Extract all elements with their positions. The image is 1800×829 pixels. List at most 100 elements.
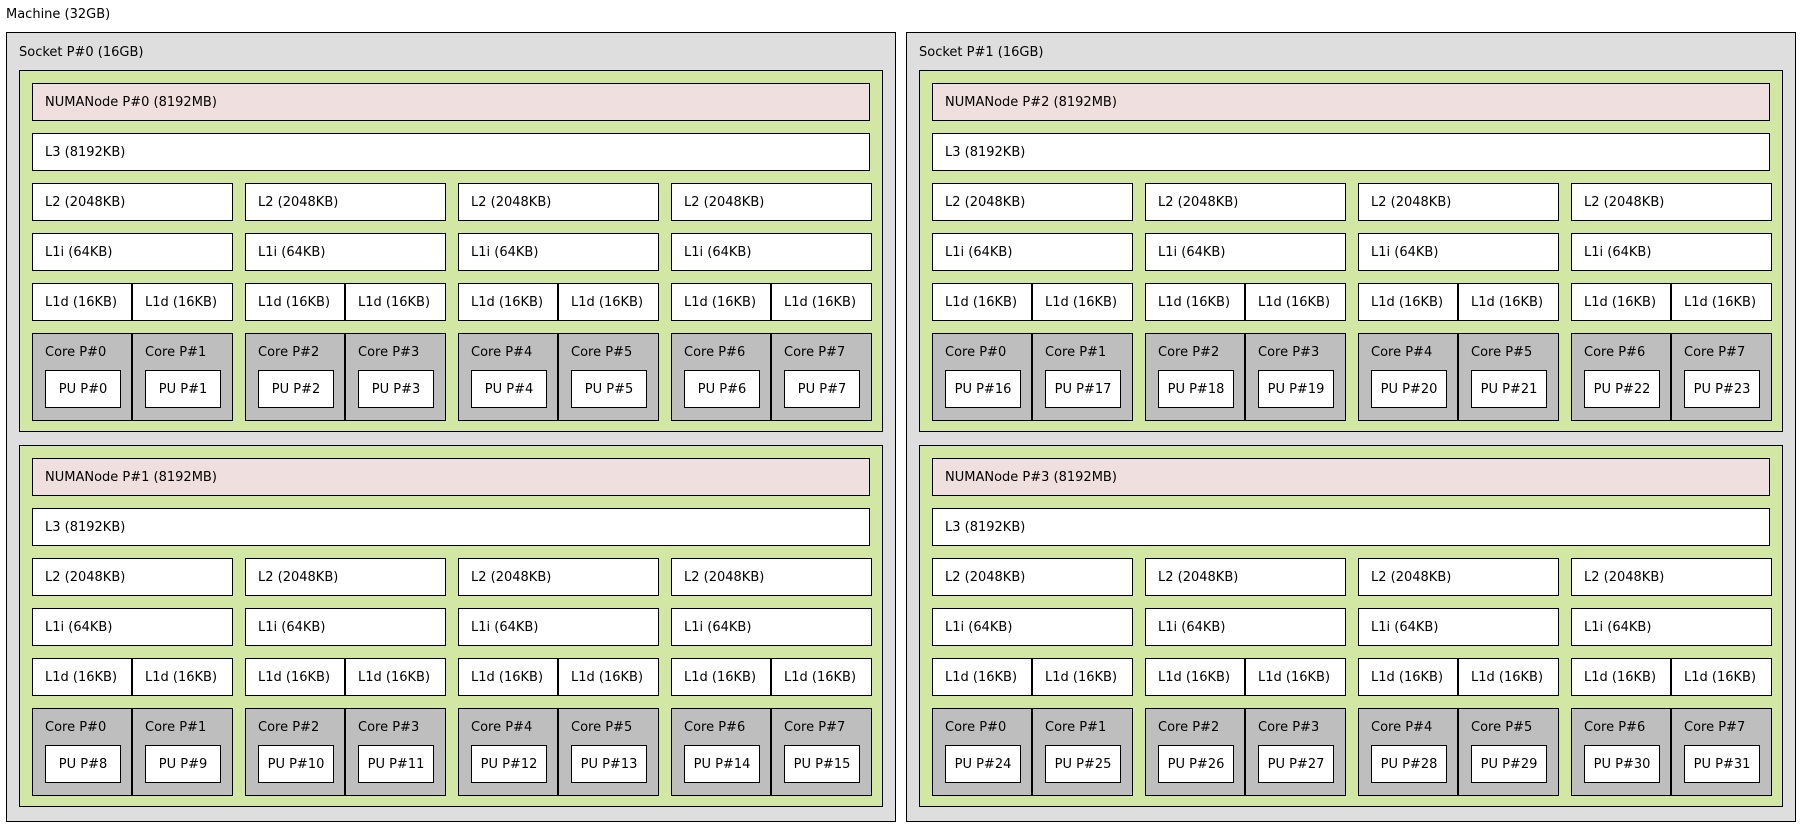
pu-label: PU P#11 xyxy=(367,757,425,772)
pu-label: PU P#6 xyxy=(697,382,747,397)
l1i-cache-label: L1i (64KB) xyxy=(945,620,1013,635)
l2-cache: L2 (2048KB) xyxy=(1571,558,1772,596)
l1d-cache: L1d (16KB) xyxy=(932,283,1032,321)
core-label: Core P#3 xyxy=(1258,345,1320,360)
l1d-cache: L1d (16KB) xyxy=(1671,283,1772,321)
l1d-cache: L1d (16KB) xyxy=(1032,658,1133,696)
core-label: Core P#3 xyxy=(1258,720,1320,735)
pu-label: PU P#5 xyxy=(584,382,634,397)
core-group: L2 (2048KB)L1i (64KB)L1d (16KB)L1d (16KB… xyxy=(458,183,659,421)
pu-box: PU P#18 xyxy=(1158,370,1234,408)
l1d-cache: L1d (16KB) xyxy=(1245,658,1346,696)
l2-cache-label: L2 (2048KB) xyxy=(1371,570,1452,585)
pu-label: PU P#30 xyxy=(1593,757,1651,772)
core-label: Core P#7 xyxy=(784,720,846,735)
pu-label: PU P#22 xyxy=(1593,382,1651,397)
core-label: Core P#6 xyxy=(1584,345,1646,360)
pu-box: PU P#19 xyxy=(1258,370,1334,408)
numa-node-memory: NUMANode P#0 (8192MB) xyxy=(32,83,870,121)
core-label: Core P#6 xyxy=(684,720,746,735)
l3-cache-label: L3 (8192KB) xyxy=(45,520,126,535)
l1d-cache-label: L1d (16KB) xyxy=(1158,295,1231,310)
l3-cache-label: L3 (8192KB) xyxy=(45,145,126,160)
pu-box: PU P#4 xyxy=(471,370,547,408)
l2-cache: L2 (2048KB) xyxy=(458,558,659,596)
core-label: Core P#7 xyxy=(1684,345,1746,360)
core-group: L2 (2048KB)L1i (64KB)L1d (16KB)L1d (16KB… xyxy=(32,558,233,796)
pu-label: PU P#8 xyxy=(58,757,108,772)
l1d-cache-label: L1d (16KB) xyxy=(684,295,757,310)
l1d-cache: L1d (16KB) xyxy=(771,283,872,321)
l1d-cache: L1d (16KB) xyxy=(345,658,446,696)
core-label: Core P#5 xyxy=(1471,345,1533,360)
pu-label: PU P#18 xyxy=(1167,382,1225,397)
pu-label: PU P#31 xyxy=(1693,757,1751,772)
core-box: Core P#0 PU P#0 xyxy=(32,333,132,421)
l1d-cache-label: L1d (16KB) xyxy=(1471,670,1544,685)
l1i-cache: L1i (64KB) xyxy=(1358,233,1559,271)
l2-cache: L2 (2048KB) xyxy=(1358,558,1559,596)
pu-box: PU P#0 xyxy=(45,370,121,408)
pu-label: PU P#14 xyxy=(693,757,751,772)
pu-label: PU P#3 xyxy=(371,382,421,397)
pu-label: PU P#1 xyxy=(158,382,208,397)
core-group: L2 (2048KB)L1i (64KB)L1d (16KB)L1d (16KB… xyxy=(245,183,446,421)
core-box: Core P#6 PU P#22 xyxy=(1571,333,1671,421)
core-label: Core P#1 xyxy=(1045,345,1107,360)
l1d-cache: L1d (16KB) xyxy=(132,283,233,321)
l1i-cache-label: L1i (64KB) xyxy=(1371,620,1439,635)
l1d-cache-label: L1d (16KB) xyxy=(1158,670,1231,685)
core-label: Core P#1 xyxy=(1045,720,1107,735)
l3-cache: L3 (8192KB) xyxy=(932,508,1770,546)
l1d-cache: L1d (16KB) xyxy=(132,658,233,696)
numa-node-label: NUMANode P#1 (8192MB) xyxy=(45,470,217,485)
l1i-cache: L1i (64KB) xyxy=(932,608,1133,646)
l1i-cache-label: L1i (64KB) xyxy=(45,620,113,635)
pu-box: PU P#20 xyxy=(1371,370,1447,408)
l1i-cache-label: L1i (64KB) xyxy=(684,245,752,260)
core-label: Core P#4 xyxy=(1371,345,1433,360)
l1i-cache: L1i (64KB) xyxy=(932,233,1133,271)
l1d-cache: L1d (16KB) xyxy=(1358,283,1458,321)
pu-label: PU P#0 xyxy=(58,382,108,397)
core-group: L2 (2048KB)L1i (64KB)L1d (16KB)L1d (16KB… xyxy=(245,558,446,796)
pu-label: PU P#13 xyxy=(580,757,638,772)
l1d-cache-label: L1d (16KB) xyxy=(1371,670,1444,685)
l1d-cache-label: L1d (16KB) xyxy=(684,670,757,685)
core-group: L2 (2048KB)L1i (64KB)L1d (16KB)L1d (16KB… xyxy=(932,183,1133,421)
l2-cache-label: L2 (2048KB) xyxy=(45,195,126,210)
l1i-cache-label: L1i (64KB) xyxy=(1584,245,1652,260)
l2-cache-label: L2 (2048KB) xyxy=(1158,195,1239,210)
l1i-cache-label: L1i (64KB) xyxy=(1158,620,1226,635)
pu-box: PU P#24 xyxy=(945,745,1021,783)
l2-cache-label: L2 (2048KB) xyxy=(1158,570,1239,585)
core-label: Core P#1 xyxy=(145,345,207,360)
l2-cache: L2 (2048KB) xyxy=(932,183,1133,221)
l1d-cache-label: L1d (16KB) xyxy=(471,670,544,685)
l1d-cache-label: L1d (16KB) xyxy=(571,670,644,685)
l2-cache: L2 (2048KB) xyxy=(1145,183,1346,221)
core-group: L2 (2048KB) L1i (64KB) L1d (16KB) L1d (16KB… xyxy=(1145,558,1346,796)
l2-cache-label: L2 (2048KB) xyxy=(684,195,765,210)
core-group: L2 (2048KB)L1i (64KB)L1d (16KB)L1d (16KB… xyxy=(458,558,659,796)
core-group: L2 (2048KB) L1i (64KB) L1d (16KB) L1d (16KB… xyxy=(1358,558,1559,796)
l1d-cache-label: L1d (16KB) xyxy=(258,670,331,685)
core-box: Core P#1 PU P#1 xyxy=(132,333,233,421)
core-group: L2 (2048KB) L1i (64KB) L1d (16KB) L1d (16KB… xyxy=(671,183,872,421)
core-label: Core P#1 xyxy=(145,720,207,735)
core-label: Core P#7 xyxy=(784,345,846,360)
core-label: Core P#0 xyxy=(45,345,107,360)
l1i-cache: L1i (64KB) xyxy=(1571,608,1772,646)
pu-box: PU P#13 xyxy=(571,745,647,783)
l1i-cache: L1i (64KB) xyxy=(245,233,446,271)
l2-cache-label: L2 (2048KB) xyxy=(45,570,126,585)
pu-label: PU P#9 xyxy=(158,757,208,772)
